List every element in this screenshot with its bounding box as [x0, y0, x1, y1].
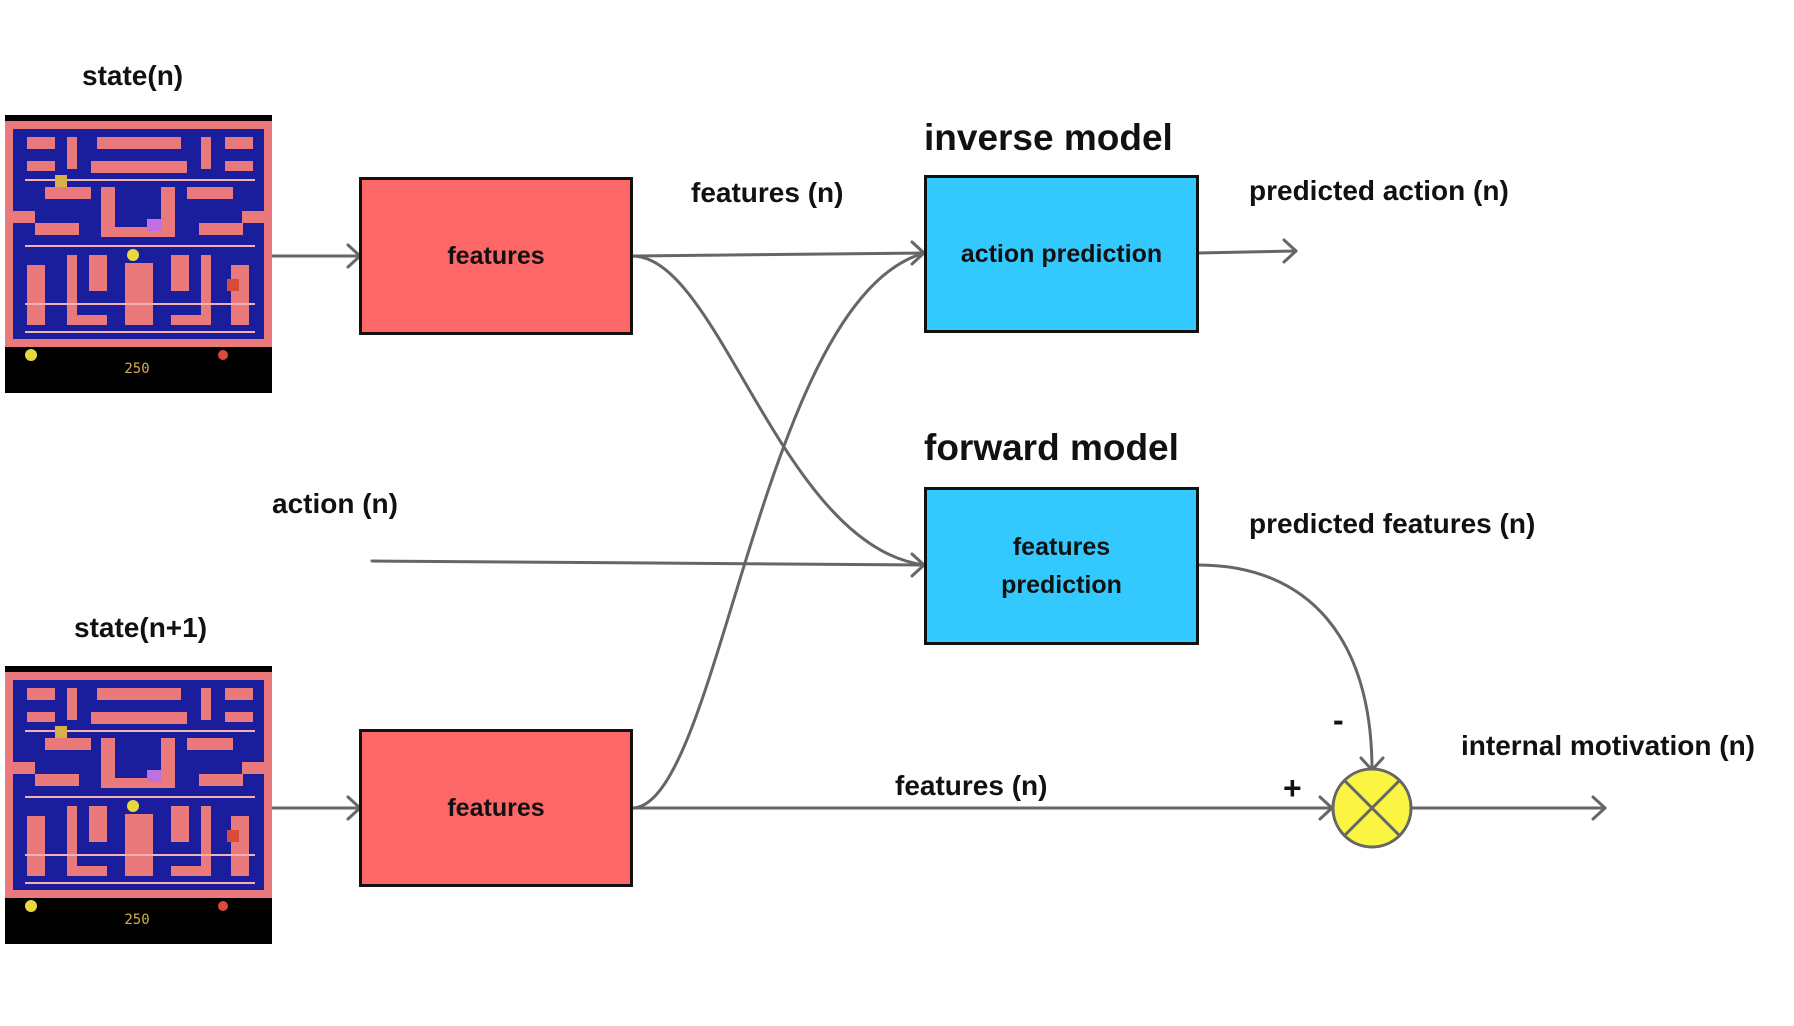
arrow-predicted-features-to-comparator — [1196, 563, 1374, 772]
score-text: 250 — [124, 361, 149, 377]
features-prediction-box: features prediction — [924, 487, 1199, 645]
features-box-bottom-label: features — [447, 794, 545, 822]
score-text: 250 — [124, 912, 149, 928]
arrow-features-to-forward — [630, 254, 926, 567]
minus-sign: - — [1333, 702, 1344, 738]
features-box-top: features — [359, 177, 633, 335]
action-label: action (n) — [272, 488, 398, 519]
features-prediction-label-line1: features — [1012, 533, 1111, 561]
features-box-top-label: features — [447, 242, 545, 270]
state-n-label: state(n) — [82, 60, 184, 91]
inverse-model-title: inverse model — [924, 117, 1173, 158]
features-top-label: features (n) — [691, 177, 844, 208]
action-prediction-label: action prediction — [960, 240, 1163, 268]
arrow-head-icon — [1591, 795, 1607, 821]
features-box-bottom: features — [359, 729, 633, 887]
internal-motivation-label: internal motivation (n) — [1461, 730, 1755, 761]
game-screen-state-n: 250 — [5, 115, 272, 393]
arrow-head-icon — [1282, 238, 1298, 264]
state-n1-label: state(n+1) — [74, 612, 208, 643]
predicted-features-label: predicted features (n) — [1249, 508, 1536, 539]
forward-model-title: forward model — [924, 427, 1179, 468]
features-prediction-label-line2: prediction — [1001, 571, 1122, 599]
action-prediction-box: action prediction — [924, 175, 1199, 333]
arrow-predicted-action — [1196, 249, 1298, 255]
arrow-features-to-inverse — [630, 251, 926, 258]
features-bottom-label: features (n) — [895, 770, 1048, 801]
arrow-next-features-to-inverse — [630, 251, 926, 810]
predicted-action-label: predicted action (n) — [1249, 175, 1509, 206]
arrow-action-to-forward — [370, 559, 926, 567]
circle-cross-icon — [1331, 767, 1413, 849]
game-screen-state-n1: 250 — [5, 666, 272, 944]
plus-sign: + — [1283, 770, 1302, 806]
